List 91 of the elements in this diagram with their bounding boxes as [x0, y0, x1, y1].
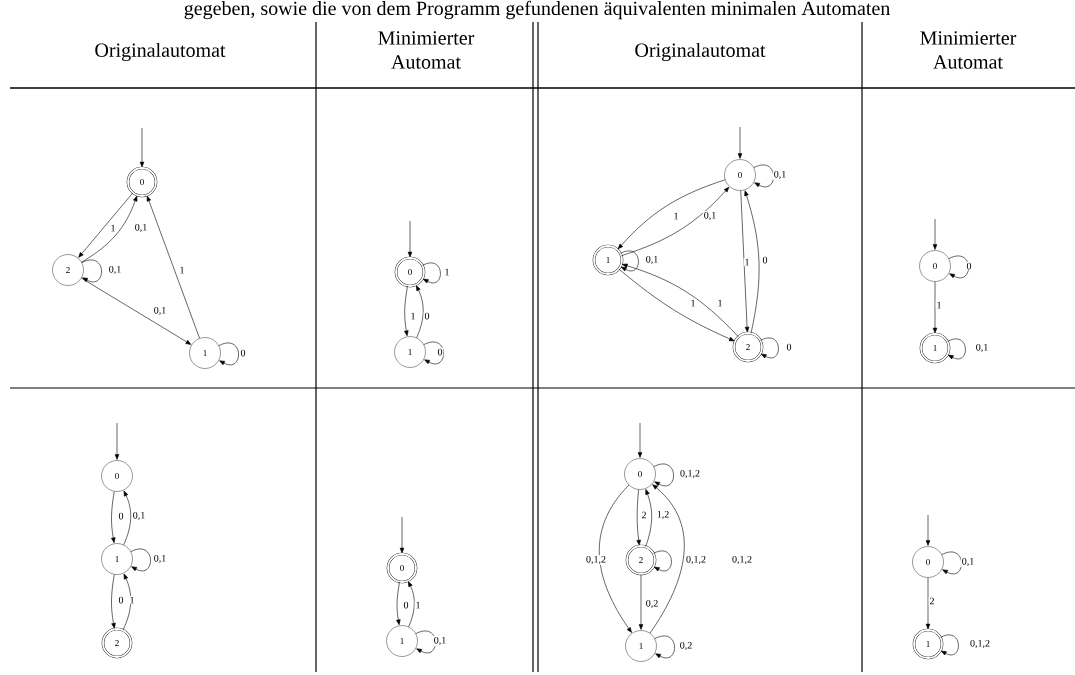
- edge-label: 0,2: [678, 641, 694, 651]
- start-arrow: [637, 422, 643, 458]
- loop-arrow: [620, 250, 639, 272]
- edge-label: 0: [239, 348, 247, 358]
- transition-arrow: [932, 281, 938, 334]
- edge-label: 0,1: [107, 265, 123, 275]
- edge-label: 0,1: [702, 211, 718, 221]
- loop-arrow: [218, 342, 239, 366]
- edge-label: 1: [414, 600, 422, 610]
- transition-arrow: [396, 581, 401, 625]
- edge-label: 1: [128, 595, 136, 605]
- loop-arrow: [940, 634, 959, 656]
- transition-arrow: [81, 277, 192, 345]
- edge-label: 1: [743, 257, 751, 267]
- edge-label: 1,2: [655, 510, 671, 520]
- loop-arrow: [422, 262, 441, 284]
- edge-label: 1: [178, 265, 186, 275]
- edge-label: 0,1: [772, 170, 788, 180]
- start-arrow: [139, 127, 145, 168]
- transition-arrow: [649, 484, 685, 634]
- start-arrow: [925, 514, 931, 546]
- transition-arrow: [636, 489, 641, 546]
- transition-arrow: [744, 190, 760, 334]
- loop-arrow: [423, 341, 444, 365]
- edge-label: 0: [761, 255, 769, 265]
- edge-label: 0,1: [432, 636, 448, 646]
- edge-label: 0: [785, 342, 793, 352]
- text-line: gegeben, sowie die von dem Programm gefundenen äquivalenten minimalen Automaten: [184, 0, 890, 20]
- edge-label: 1: [672, 211, 680, 221]
- edge-label: 0,1,2: [585, 555, 607, 565]
- column-header: Minimierter Automat: [920, 31, 1017, 69]
- edge-label: 0: [965, 261, 973, 271]
- edge-label: 0: [423, 311, 431, 321]
- transition-arrow: [599, 484, 632, 633]
- transition-arrow: [146, 195, 200, 339]
- edge-label: 0,1: [133, 223, 149, 233]
- loop-arrow: [947, 338, 966, 360]
- column-header: Minimierter Automat: [378, 31, 475, 69]
- edge-label: 0,1: [152, 554, 168, 564]
- start-arrow: [114, 422, 120, 460]
- edge-label: 1: [109, 223, 117, 233]
- edge-label: 0,2: [644, 599, 660, 609]
- loop-arrow: [760, 337, 779, 359]
- edge-label: 0,1,2: [685, 555, 707, 565]
- loop-arrow: [653, 463, 674, 487]
- transition-arrow: [621, 186, 730, 256]
- transition-arrow: [617, 179, 726, 250]
- transition-arrow: [416, 285, 424, 339]
- start-arrow: [932, 218, 938, 250]
- edge-label: 0,1,2: [679, 469, 701, 479]
- edge-label: 1: [689, 298, 697, 308]
- loop-arrow: [130, 548, 151, 572]
- edge-label: 0: [117, 595, 125, 605]
- transition-arrow: [408, 581, 415, 628]
- loop-arrow: [654, 635, 675, 659]
- edge-label: 0: [402, 600, 410, 610]
- edge-label: 0,1: [644, 255, 660, 265]
- edge-label: 2: [928, 596, 936, 606]
- edge-label: 0,1: [152, 306, 168, 316]
- edge-label: 1: [443, 267, 451, 277]
- transition-arrow: [122, 573, 131, 631]
- transition-arrow: [404, 285, 409, 336]
- loop-arrow: [753, 164, 774, 188]
- edge-label: 1: [935, 300, 943, 310]
- loop-arrow: [81, 259, 102, 283]
- loop-arrow: [948, 255, 969, 279]
- edge-label: 1: [716, 298, 724, 308]
- edge-label: 2: [640, 510, 648, 520]
- edge-label: 1: [409, 311, 417, 321]
- edge-label: 0,1,2: [969, 639, 991, 649]
- column-header: Originalautomat: [635, 42, 766, 62]
- column-header: Originalautomat: [95, 42, 226, 62]
- edge-label: 0: [117, 511, 125, 521]
- edge-label: 0,1,2: [731, 555, 753, 565]
- edge-label: 0,1: [960, 557, 976, 567]
- loop-arrow: [941, 551, 962, 575]
- transition-arrow: [123, 490, 131, 546]
- transition-arrow: [645, 489, 652, 547]
- start-arrow: [399, 516, 405, 554]
- edge-label: 0,1: [974, 343, 990, 353]
- start-arrow: [407, 220, 413, 258]
- transition-arrow: [925, 577, 931, 630]
- loop-arrow: [653, 550, 672, 572]
- transition-arrow: [638, 573, 644, 630]
- transition-arrow: [111, 491, 116, 543]
- start-arrow: [737, 126, 743, 159]
- transition-arrow: [111, 574, 116, 629]
- loop-arrow: [415, 630, 436, 654]
- edge-label: 0: [436, 347, 444, 357]
- transition-arrow: [740, 190, 750, 333]
- edge-label: 0,1: [131, 511, 147, 521]
